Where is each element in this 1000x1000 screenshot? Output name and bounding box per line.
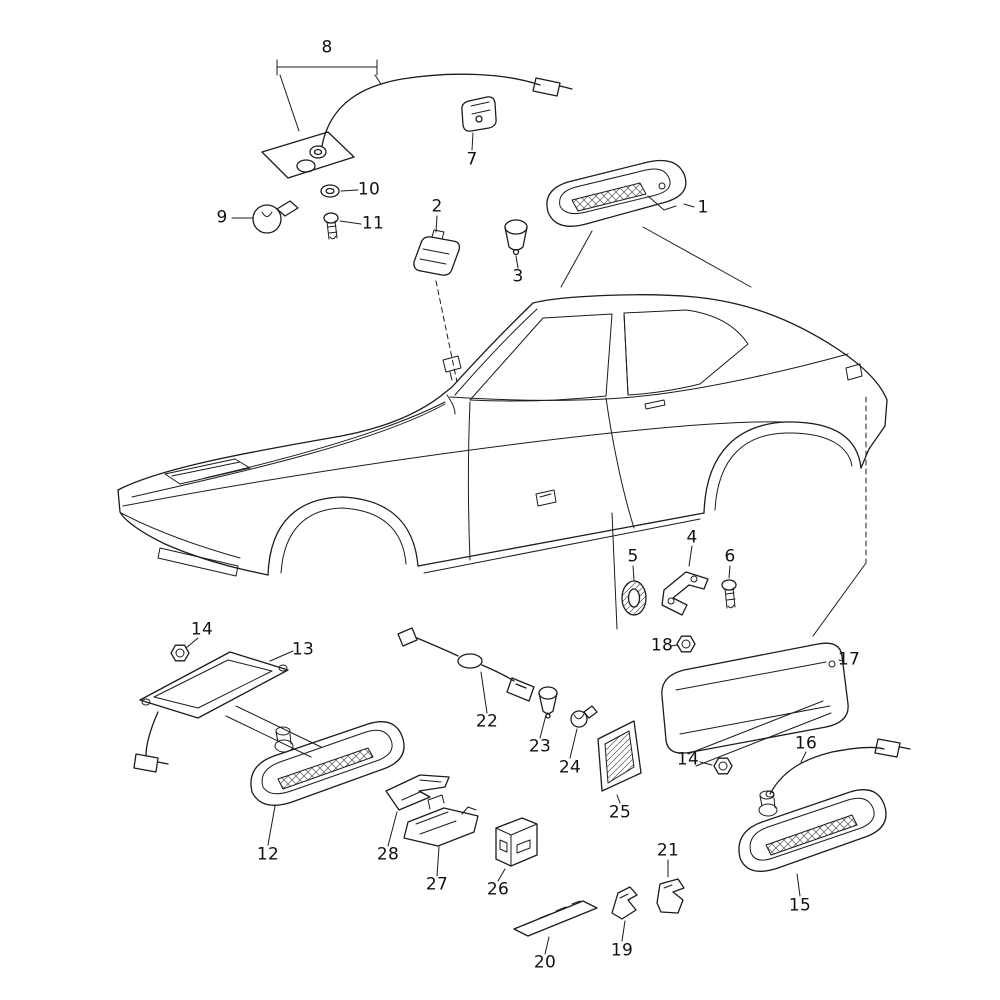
label-leader-lines <box>185 132 844 955</box>
part-25-reflector-drawing <box>597 720 642 792</box>
part-19-clip-drawing <box>611 886 638 920</box>
part-12-lamp-drawing <box>250 721 405 806</box>
part-3-bulb-holder-drawing <box>504 219 528 256</box>
part-21-clip-drawing <box>656 878 685 914</box>
part-4-bracket-drawing <box>661 571 709 616</box>
part-5-grommet-drawing <box>621 580 647 616</box>
part-2-lens-drawing <box>413 229 461 276</box>
car-body-illustration <box>117 294 888 577</box>
part-11-screw-drawing <box>323 212 339 240</box>
part-14-left-nut-drawing <box>170 644 190 662</box>
part-26-block-drawing <box>495 817 538 867</box>
part-1-dome-light-drawing <box>546 159 687 227</box>
part-7-drawing <box>461 96 497 132</box>
part-13-frame-drawing <box>133 651 289 773</box>
part-8-drawing <box>261 59 573 179</box>
part-17-housing-drawing <box>661 642 849 754</box>
part-14-right-nut-drawing <box>713 757 733 775</box>
part-10-washer-drawing <box>320 184 340 198</box>
part-27-connector-drawing <box>403 794 479 847</box>
part-20-plate-drawing <box>513 900 598 937</box>
part-28-terminal-drawing <box>385 774 450 811</box>
part-16-wire-drawing <box>765 738 911 798</box>
pointer-lines <box>225 226 867 767</box>
art-root <box>117 59 911 955</box>
part-15-lamp-drawing <box>738 789 887 872</box>
part-18-nut-drawing <box>676 635 696 653</box>
part-9-bulb-drawing <box>252 200 299 234</box>
part-6-screw-drawing <box>721 579 737 609</box>
part-22-harness-drawing <box>397 627 535 702</box>
part-24-bulb-drawing <box>570 705 598 728</box>
part-23-socket-drawing <box>538 686 558 719</box>
